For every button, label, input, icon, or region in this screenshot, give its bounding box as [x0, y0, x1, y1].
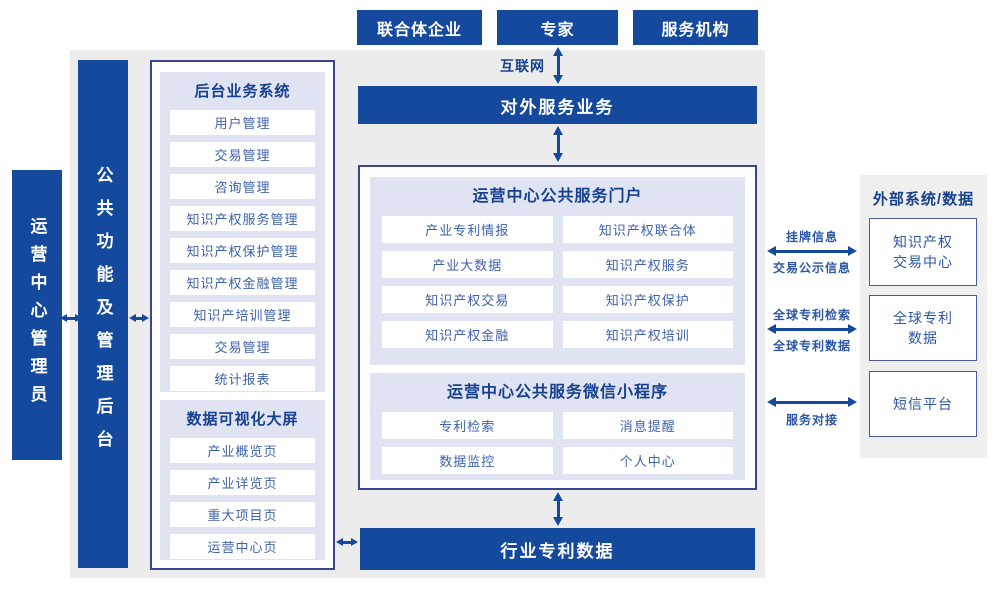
external-system-box-line: 全球专利 — [893, 310, 953, 326]
list-item: 知识产权服务 — [562, 251, 733, 278]
list-item: 产业概览页 — [170, 438, 315, 463]
dashboard-title: 数据可视化大屏 — [186, 411, 299, 428]
list-item: 知识产权金融 — [382, 321, 553, 348]
list-item: 知识产权保护 — [562, 286, 733, 313]
left-system-container: 后台业务系统 用户管理 交易管理 咨询管理 知识产权服务管理 知识产权保护管理 … — [150, 60, 335, 570]
list-item: 知识产权金融管理 — [170, 270, 315, 295]
external-systems-title: 外部系统/数据 — [872, 191, 975, 208]
arrow-service-to-portal — [553, 126, 563, 162]
arrow-admin-to-backend — [60, 314, 82, 322]
arrow-portal-to-patent-data — [553, 492, 563, 526]
external-systems-panel: 外部系统/数据 知识产权 交易中心 全球专利 数据 短信平台 — [860, 175, 987, 458]
internet-label: 互联网 — [500, 58, 545, 74]
industry-patent-bar: 行业专利数据 — [360, 528, 755, 570]
external-system-box-line: 知识产权 — [893, 234, 953, 250]
arrow-backend-to-system — [129, 314, 149, 322]
list-item: 知识产权联合体 — [562, 216, 733, 243]
common-backend-sidebar-label: 公共功能及管理后台 — [93, 165, 113, 463]
list-item: 重大项目页 — [170, 502, 315, 527]
list-item: 知识产权交易 — [382, 286, 553, 313]
external-system-box-line: 交易中心 — [893, 254, 953, 270]
list-item: 数据监控 — [382, 447, 553, 474]
external-system-box-line: 短信平台 — [893, 396, 953, 412]
dashboard-panel: 数据可视化大屏 产业概览页 产业详览页 重大项目页 运营中心页 — [160, 400, 325, 560]
list-item: 知识产权保护管理 — [170, 238, 315, 263]
backend-system-panel: 后台业务系统 用户管理 交易管理 咨询管理 知识产权服务管理 知识产权保护管理 … — [160, 72, 325, 392]
list-item: 交易管理 — [170, 334, 315, 359]
actor-box-consortium: 联合体企业 — [357, 10, 482, 45]
external-service-bar: 对外服务业务 — [358, 86, 757, 124]
arrow-internet — [553, 47, 563, 84]
list-item: 产业详览页 — [170, 470, 315, 495]
list-item: 知识产权服务管理 — [170, 206, 315, 231]
external-system-box-global-patent: 全球专利 数据 — [869, 295, 977, 361]
list-item: 统计报表 — [170, 366, 315, 391]
external-system-box-sms: 短信平台 — [869, 371, 977, 437]
trade-publicity-label: 交易公示信息 — [772, 261, 851, 275]
external-system-box-trade-center: 知识产权 交易中心 — [869, 218, 977, 286]
list-item: 咨询管理 — [170, 174, 315, 199]
arrow-dashboard-to-patent-data — [336, 538, 358, 546]
global-patent-data-label: 全球专利数据 — [772, 339, 851, 353]
list-item: 知识产权培训 — [562, 321, 733, 348]
portal-panel: 运营中心公共服务门户 产业专利情报 知识产权联合体 产业大数据 知识产权服务 知… — [370, 177, 745, 365]
center-portal-container: 运营中心公共服务门户 产业专利情报 知识产权联合体 产业大数据 知识产权服务 知… — [358, 165, 757, 490]
list-item: 产业专利情报 — [382, 216, 553, 243]
common-backend-sidebar: 公共功能及管理后台 — [78, 60, 128, 568]
actor-box-expert: 专家 — [497, 10, 618, 45]
list-item: 知识产培训管理 — [170, 302, 315, 327]
backend-system-title: 后台业务系统 — [194, 83, 291, 100]
portal-title: 运营中心公共服务门户 — [472, 188, 643, 205]
list-item: 消息提醒 — [562, 412, 733, 439]
arrow-global-patent — [767, 324, 857, 334]
list-item: 产业大数据 — [382, 251, 553, 278]
admin-sidebar-label: 运营中心管理员 — [27, 217, 47, 413]
list-item: 用户管理 — [170, 110, 315, 135]
admin-sidebar: 运营中心管理员 — [12, 170, 62, 460]
external-system-box-line: 数据 — [908, 330, 938, 346]
list-item: 专利检索 — [382, 412, 553, 439]
arrow-service-connection — [767, 397, 857, 407]
listing-info-label: 挂牌信息 — [785, 230, 838, 244]
list-item: 个人中心 — [562, 447, 733, 474]
mini-program-title: 运营中心公共服务微信小程序 — [446, 384, 668, 401]
service-connection-label: 服务对接 — [785, 413, 838, 427]
list-item: 交易管理 — [170, 142, 315, 167]
mini-program-panel: 运营中心公共服务微信小程序 专利检索 消息提醒 数据监控 个人中心 — [370, 373, 745, 480]
global-patent-search-label: 全球专利检索 — [772, 308, 851, 322]
arrow-listing-info — [767, 246, 857, 256]
list-item: 运营中心页 — [170, 534, 315, 559]
actor-box-agency: 服务机构 — [633, 10, 758, 45]
